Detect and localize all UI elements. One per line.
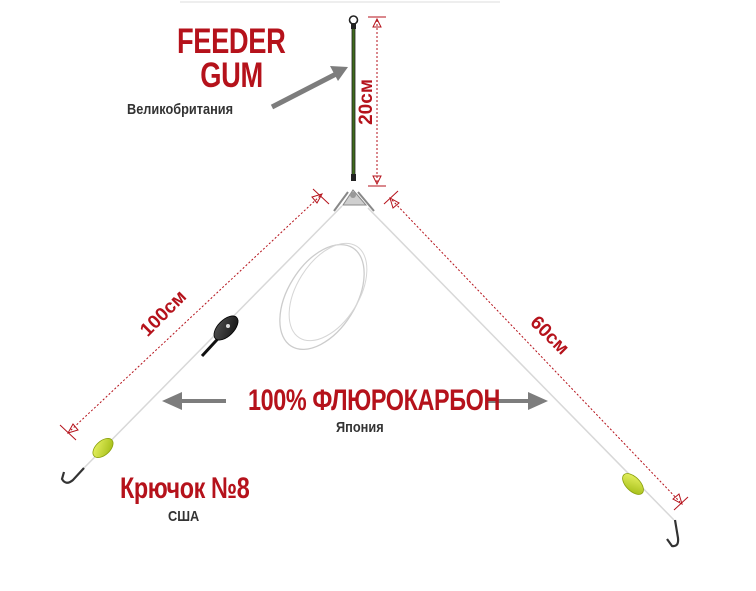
feeder-origin-text: Великобритания — [127, 101, 234, 118]
hook-title: Крючок №8 — [120, 472, 250, 505]
fluoro-origin-text: Япония — [336, 419, 384, 436]
hook-origin-text: США — [168, 508, 200, 525]
right-leader — [367, 207, 675, 521]
top-swivel-barrel — [351, 23, 356, 29]
feeder-gum-title: FEEDER GUM — [177, 22, 286, 95]
left-hook-icon — [60, 467, 85, 484]
feeder-gum — [348, 15, 359, 181]
fluoro-left-arrow — [162, 392, 226, 410]
bottom-swivel-barrel — [351, 174, 356, 181]
left-dimension-line — [59, 188, 330, 441]
feeder-title-line2: GUM — [200, 56, 263, 95]
right-hook-icon — [666, 519, 680, 548]
feeder-weight-icon — [200, 315, 239, 358]
feeder-gum-pointer-arrow — [270, 66, 348, 110]
gum-dimension-line — [368, 16, 386, 187]
fluoro-right-arrow — [487, 392, 548, 410]
tri-connector-icon — [333, 189, 375, 212]
fluoro-title: 100% ФЛЮРОКАРБОН — [248, 384, 500, 417]
top-swivel-icon — [348, 15, 359, 25]
left-leader — [81, 205, 368, 471]
gum-length-label: 20см — [356, 79, 377, 125]
gum-body — [351, 25, 356, 177]
left-bead-icon — [92, 438, 114, 458]
right-dimension-line — [383, 190, 689, 511]
right-bead-icon — [622, 473, 644, 495]
feeder-title-line1: FEEDER — [177, 22, 286, 61]
